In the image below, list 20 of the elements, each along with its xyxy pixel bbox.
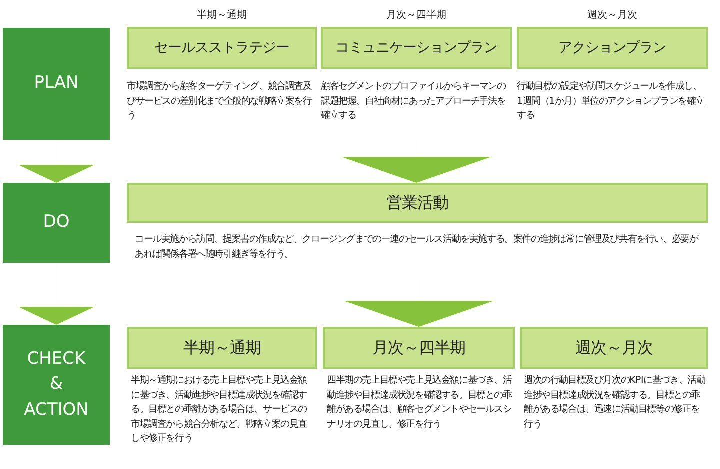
period-label: 月次～四半期: [386, 8, 448, 22]
stage-header: 月次～四半期: [323, 327, 515, 369]
phase-box: PLAN: [3, 28, 110, 140]
phase-box: CHECK & ACTION: [3, 325, 110, 445]
description-text: 半期～通期における売上目標や売上見込金額に基づき、活動進捗や目標達成状況を確認する。目標との乖離がある場合は、サービスの市場調査から競合分析など、戦略立案の見直しや修正を行う: [131, 374, 308, 446]
description-text: 顧客セグメントのプロファイルからキーマンの課題把握、自社商材にあったアプローチ手法を確立する: [321, 80, 507, 124]
description-text: 市場調査から顧客ターゲティング、競合調査及びサービスの差別化まで全般的な戦略立案を行う: [127, 80, 314, 124]
description-text: 週次の行動目標及び月次のKPIに基づき、活動進捗や目標達成状況を確認する。目標との乖離がある場合は、迅速に活動目標等の修正を行う: [524, 374, 706, 432]
description-text: コール実施から訪問、提案書の作成など、クロージングまでの一連のセールス活動を実施する。案件の進捗は常に管理及び共有を行い、必要があれば関係各署へ随時引継ぎ等を行う。: [135, 233, 700, 262]
stage-header: セールスストラテジー: [127, 27, 317, 69]
stage-header: 営業活動: [127, 183, 708, 223]
stage-header: アクションプラン: [517, 27, 708, 69]
description-text: 四半期の売上目標や売上見込金額に基づき、活動進捗や目標達成状況を確認する。目標との乖離がある場合は、顧客セグメントやセールスシナリオの見直し、修正を行う: [327, 374, 513, 432]
phase-box: DO: [3, 183, 110, 263]
stage-header: コミュニケーションプラン: [321, 27, 512, 69]
stage-header: 半期～通期: [127, 327, 317, 369]
stage-header: 週次～月次: [520, 327, 708, 369]
period-label: 週次～月次: [586, 9, 638, 22]
period-label: 半期～通期: [196, 8, 248, 22]
description-text: 行動目標の設定や訪問スケジュールを作成し、1週間（1か月）単位のアクションプランを確立する: [517, 80, 706, 124]
